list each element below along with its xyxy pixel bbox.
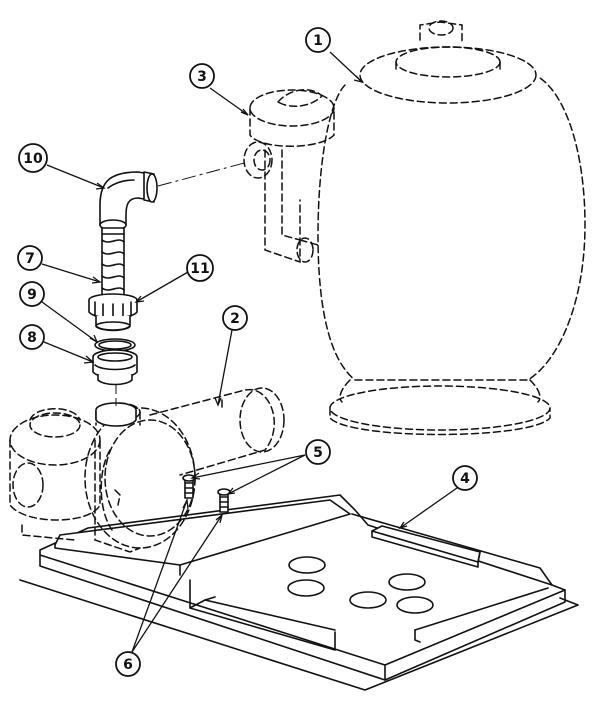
bolts	[182, 474, 231, 513]
callout-10: 10	[18, 143, 106, 190]
mounting-holes	[287, 556, 434, 614]
svg-text:3: 3	[197, 69, 207, 85]
multiport-valve	[243, 89, 335, 264]
svg-text:6: 6	[123, 657, 133, 673]
union-adapter	[92, 349, 138, 386]
elbow-fitting	[99, 171, 158, 231]
svg-text:8: 8	[27, 330, 37, 346]
callout-4: 4	[398, 465, 478, 530]
callout-2: 2	[214, 305, 248, 407]
svg-text:4: 4	[460, 471, 470, 487]
union-nut	[88, 293, 138, 332]
callout-9: 9	[19, 281, 99, 344]
svg-text:10: 10	[23, 151, 43, 167]
svg-text:5: 5	[313, 445, 323, 461]
connector-pipe	[101, 227, 125, 301]
pump-discharge-fitting	[95, 402, 137, 427]
rail-strip	[371, 525, 481, 568]
svg-text:2: 2	[230, 311, 240, 327]
svg-text:1: 1	[313, 33, 323, 49]
svg-text:9: 9	[27, 287, 37, 303]
callout-6: 6	[115, 497, 224, 677]
callout-5: 5	[190, 439, 331, 495]
callout-3: 3	[189, 63, 249, 116]
callout-8: 8	[19, 324, 95, 364]
callout-11: 11	[134, 254, 214, 303]
filter-tank	[317, 20, 586, 436]
leader-lines	[115, 161, 249, 406]
callout-7: 7	[17, 245, 102, 284]
svg-text:11: 11	[190, 261, 209, 277]
callout-1: 1	[305, 27, 365, 84]
svg-text:7: 7	[25, 251, 35, 267]
